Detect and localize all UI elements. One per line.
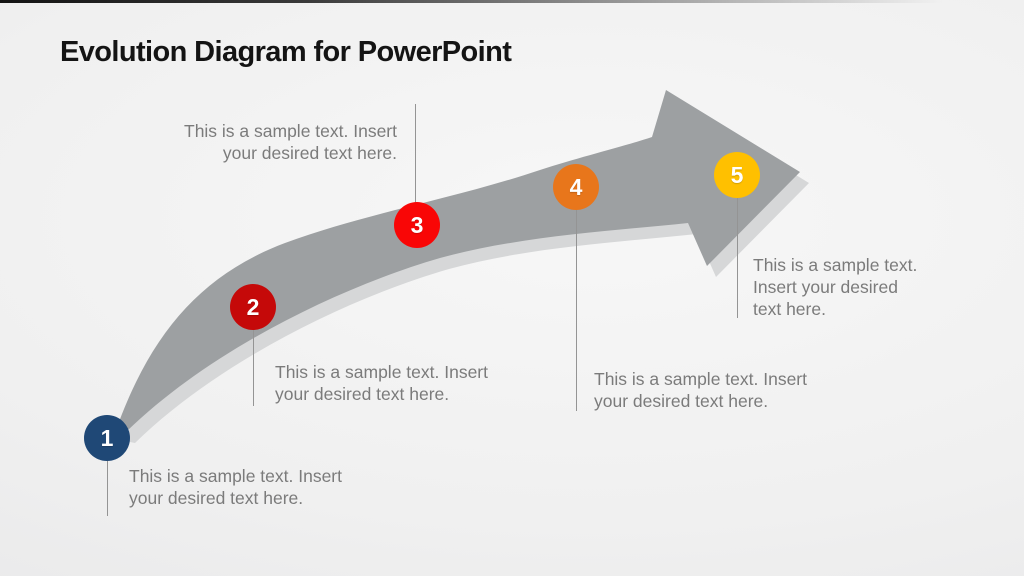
caption-line: This is a sample text. Insert bbox=[129, 466, 342, 486]
caption-line: your desired text here. bbox=[594, 391, 769, 411]
caption-line: This is a sample text. Insert bbox=[275, 362, 488, 382]
connector-line-3 bbox=[415, 104, 416, 203]
caption-line: your desired text here. bbox=[129, 488, 304, 508]
milestone-caption-4: This is a sample text. Insert your desir… bbox=[594, 368, 864, 412]
milestone-number-2: 2 bbox=[246, 293, 260, 320]
connector-line-5 bbox=[737, 198, 738, 318]
caption-line: This is a sample text. Insert bbox=[184, 121, 397, 141]
milestone-circle-1: 1 bbox=[84, 415, 130, 461]
arrow-body bbox=[116, 90, 800, 432]
milestone-caption-1: This is a sample text. Insert your desir… bbox=[129, 465, 399, 509]
milestone-number-4: 4 bbox=[569, 173, 583, 200]
caption-line: This is a sample text. Insert bbox=[594, 369, 807, 389]
caption-line: your desired text here. bbox=[275, 384, 450, 404]
milestone-number-5: 5 bbox=[730, 161, 744, 188]
milestone-caption-3: This is a sample text. Insert your desir… bbox=[155, 120, 397, 164]
caption-line: Insert your desired bbox=[753, 277, 898, 297]
milestone-number-3: 3 bbox=[410, 211, 424, 238]
milestone-circle-4: 4 bbox=[553, 164, 599, 210]
milestone-circle-2: 2 bbox=[230, 284, 276, 330]
caption-line: your desired text here. bbox=[222, 143, 397, 163]
caption-line: text here. bbox=[753, 299, 826, 319]
milestone-caption-2: This is a sample text. Insert your desir… bbox=[275, 361, 545, 405]
connector-line-4 bbox=[576, 210, 577, 411]
caption-line: This is a sample text. bbox=[753, 255, 918, 275]
connector-line-1 bbox=[107, 461, 108, 516]
milestone-circle-5: 5 bbox=[714, 152, 760, 198]
milestone-circle-3: 3 bbox=[394, 202, 440, 248]
milestone-caption-5: This is a sample text. Insert your desir… bbox=[753, 254, 963, 320]
connector-line-2 bbox=[253, 330, 254, 406]
slide-top-edge bbox=[0, 0, 1024, 3]
milestone-number-1: 1 bbox=[100, 424, 114, 451]
page-title: Evolution Diagram for PowerPoint bbox=[60, 36, 512, 68]
